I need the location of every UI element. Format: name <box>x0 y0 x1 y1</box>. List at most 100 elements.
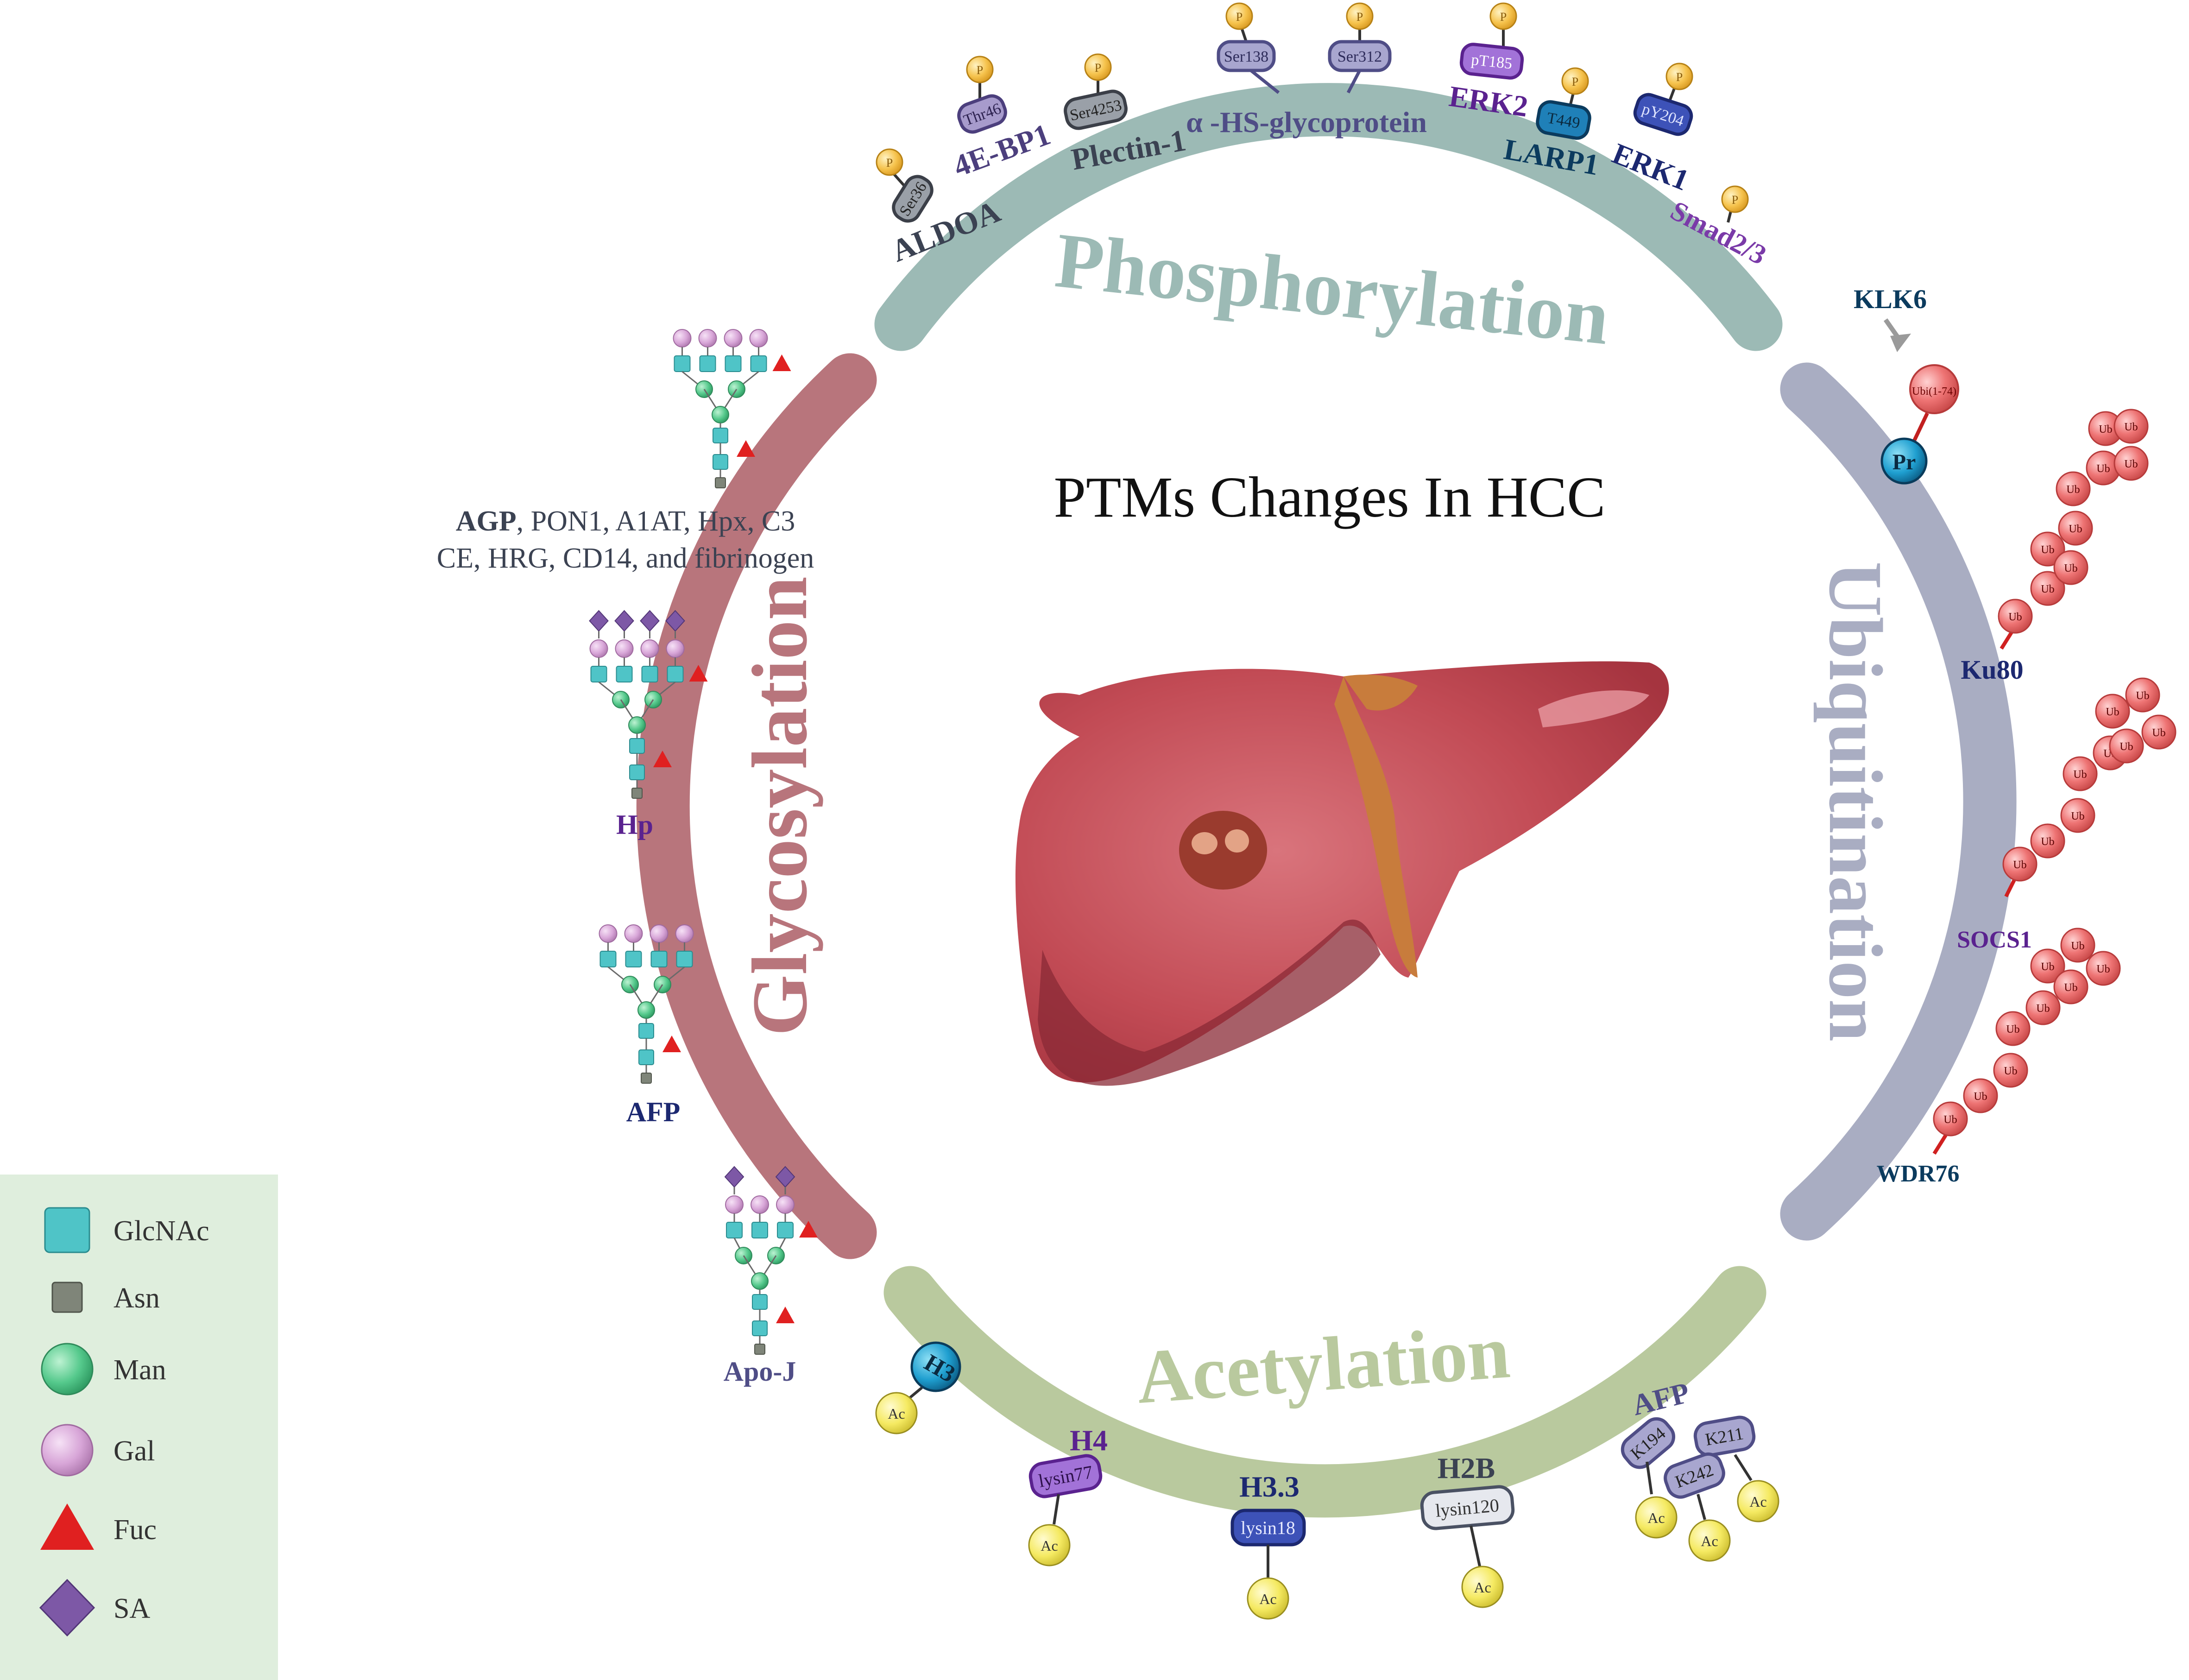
legend-asn-square <box>51 1282 83 1313</box>
ubiquitin-symbol: Ub <box>2041 836 2054 848</box>
legend-sa-diamond <box>39 1579 95 1637</box>
acetyl-ball <box>875 1392 918 1434</box>
glyco-agp-label: AGP <box>456 505 517 537</box>
glcnac-square <box>599 951 617 967</box>
glyco-label-hp: Hp <box>616 809 653 840</box>
legend-item-glcnac: GlcNAc <box>44 1207 209 1253</box>
phosphate-symbol: P <box>1732 193 1738 207</box>
alpha-hs-glycoprotein-label: α -HS-glycoprotein <box>1186 106 1427 139</box>
legend-man-circle <box>41 1343 94 1396</box>
ubiquitin-linker <box>2004 877 2017 897</box>
fucose-triangle <box>776 1307 795 1323</box>
phosphate-symbol: P <box>977 63 983 77</box>
phosphate-ball <box>1225 2 1253 30</box>
phosphorylation-title: Phosphorylation <box>1052 216 1614 361</box>
glcnac-square <box>676 951 693 967</box>
asn-square <box>715 477 726 488</box>
legend-label: Man <box>114 1354 166 1386</box>
fucose-triangle <box>772 354 791 371</box>
ubiquitin-symbol: Ub <box>2064 562 2077 575</box>
ubiquitin-symbol: Ub <box>2069 523 2082 535</box>
glcnac-square <box>726 1222 743 1238</box>
ubiquitin-ball <box>2095 694 2130 729</box>
acetyl-symbol: Ac <box>1259 1591 1276 1607</box>
liver-illustration <box>1015 661 1669 1086</box>
ubiquitin-symbol: Ub <box>2124 458 2138 470</box>
acetyl-symbol: Ac <box>1701 1533 1718 1549</box>
sialic-acid-diamond <box>640 610 660 632</box>
ubiquitin-ball <box>1995 1011 2031 1046</box>
glcnac-square <box>750 355 767 372</box>
ubiquitin-symbol: Ub <box>2106 706 2119 718</box>
mannose-circle <box>637 1001 655 1019</box>
legend-item-gal: Gal <box>41 1424 155 1477</box>
legend-label: Gal <box>114 1435 155 1467</box>
asn-square <box>754 1344 765 1355</box>
phosphate-symbol: P <box>1236 10 1243 24</box>
galactose-circle <box>589 639 608 658</box>
acetyl-ball <box>1737 1480 1779 1522</box>
mannose-circle <box>628 716 646 734</box>
asn-square <box>631 788 643 799</box>
site-label: pT185 <box>1470 51 1513 72</box>
glyco-label-apoj: Apo-J <box>724 1356 796 1387</box>
acetyl-ball <box>1688 1519 1731 1562</box>
ubiquitination-target-socs1: SOCS1 <box>1957 927 2032 953</box>
ubiquitin-symbol: Ub <box>2064 982 2077 994</box>
phosphate-symbol: P <box>1500 10 1507 24</box>
sialic-acid-diamond <box>724 1166 744 1188</box>
phosphate-ball <box>1561 67 1589 95</box>
ubiquitin-ball <box>2125 677 2160 713</box>
histone-h2b-label: H2B <box>1438 1452 1495 1484</box>
galactose-circle <box>724 329 743 347</box>
site-label: Ser312 <box>1337 48 1382 65</box>
ubiquitin-ball <box>2141 714 2176 750</box>
klk6-arrow <box>1883 318 1911 352</box>
ubi-1-74-ball <box>1909 364 1959 414</box>
ubiquitin-ball <box>1933 1101 1968 1137</box>
ubiquitin-ball <box>2056 471 2091 506</box>
ubiquitin-ball <box>2113 409 2149 444</box>
ubiquitin-symbol: Ub <box>1943 1114 1957 1126</box>
glcnac-square <box>638 1023 654 1039</box>
ubiquitination-target-wdr76: WDR76 <box>1876 1161 1959 1187</box>
galactose-circle <box>776 1195 795 1214</box>
acetyl-symbol: Ac <box>1041 1537 1058 1554</box>
legend-label: GlcNAc <box>114 1215 209 1247</box>
galactose-circle <box>725 1195 744 1214</box>
glcnac-square <box>752 1294 768 1310</box>
phosphate-symbol: P <box>1095 61 1101 75</box>
ubiquitin-symbol: Ub <box>1974 1091 1987 1103</box>
galactose-circle <box>675 924 694 943</box>
galactose-circle <box>749 329 768 347</box>
ubiquitin-ball <box>2113 446 2149 481</box>
ubiquitin-symbol: Ub <box>2008 611 2022 623</box>
glcnac-square <box>616 666 633 682</box>
protein-pr-ball <box>1880 437 1928 485</box>
phosphate-symbol: P <box>1356 10 1363 24</box>
fucose-triangle <box>799 1221 818 1238</box>
glycosylation-arc: Glycosylation <box>636 353 877 1259</box>
legend-label: SA <box>114 1593 150 1624</box>
ubi-1-74-label: Ubi(1-74) <box>1912 385 1956 398</box>
galactose-circle <box>673 329 692 347</box>
acetylation-title: Acetylation <box>1134 1309 1512 1420</box>
ubiquitin-symbol: Ub <box>2120 741 2133 753</box>
fucose-triangle <box>689 665 708 682</box>
fucose-triangle <box>737 440 755 457</box>
ubiquitin-symbol: Ub <box>2071 810 2084 822</box>
glcnac-square <box>752 1320 768 1336</box>
glyco-label-afp: AFP <box>626 1097 681 1127</box>
legend-glcnac-square <box>44 1207 90 1253</box>
ubiquitin-symbol: Ub <box>2041 583 2054 595</box>
legend-item-sa: SA <box>39 1579 150 1637</box>
glyco-proteins-line2: CE, HRG, CD14, and fibrinogen <box>437 543 814 574</box>
asn-square <box>641 1073 652 1084</box>
ubiquitination-title: Ubiquitination <box>1813 562 1898 1042</box>
ubiquitin-ball <box>2060 798 2095 833</box>
sialic-acid-diamond <box>589 610 609 632</box>
ubiquitin-ball <box>1993 1053 2028 1088</box>
ubiquitin-ball <box>2060 928 2095 963</box>
legend-item-asn: Asn <box>51 1282 160 1314</box>
